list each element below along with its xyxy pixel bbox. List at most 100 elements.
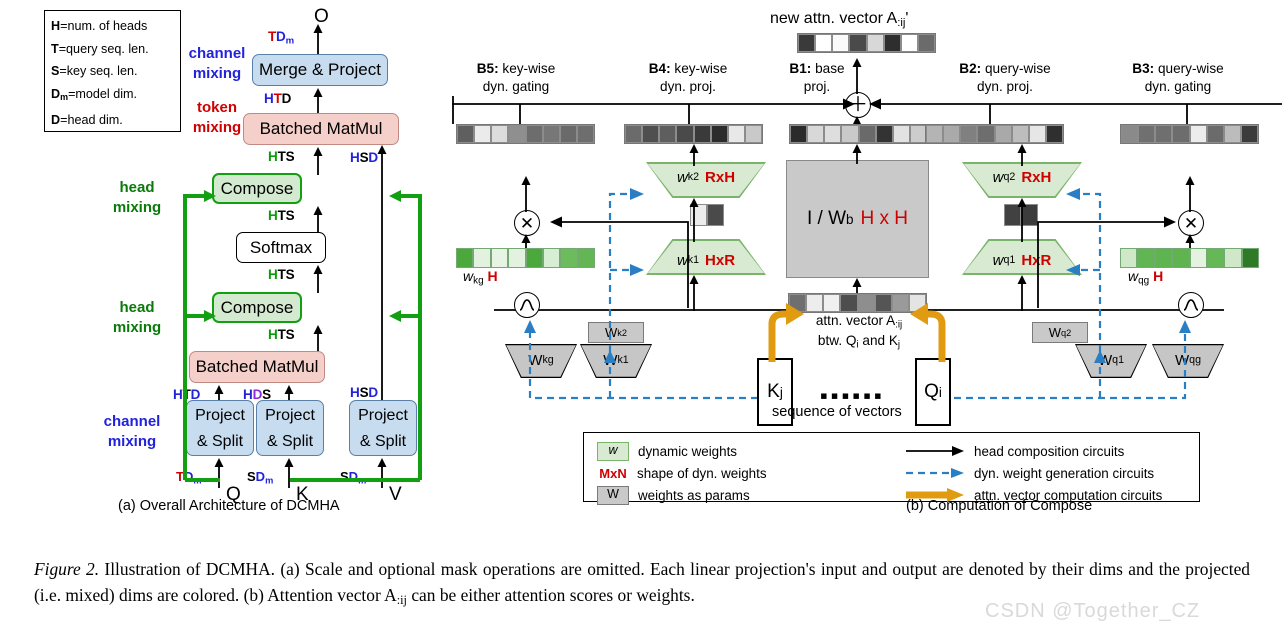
project-split-v-line1: Project [358,407,408,424]
arrow-wk1-to-wk2 [689,198,699,242]
elbow-bus-to-gate-left [550,216,689,308]
figure-caption: Figure 2. Illustration of DCMHA. (a) Sca… [34,556,1250,613]
block-compose-top[interactable]: Compose [212,173,302,204]
block-batched-matmul-bottom[interactable]: Batched MatMul [189,351,325,383]
label-wqg-vector: wqg H [1128,268,1164,287]
cell-0 [1120,248,1138,268]
bus-attnvec-right [928,309,1224,311]
ellipsis-dots: ▪▪▪▪▪▪ [820,383,885,408]
cell-2 [960,125,978,143]
cell-4 [525,248,543,268]
cell-4 [858,125,876,143]
block-compose-bottom[interactable]: Compose [212,292,302,323]
cells-b4-output [624,124,763,144]
arrow-k-input [284,458,294,488]
legend-item-dynamic-weights: w dynamic weights [597,440,897,462]
cells-b3-output [1120,124,1259,144]
cell-7 [577,248,595,268]
block-project-split-k[interactable]: Project & Split [256,400,324,456]
block-batched-matmul-top[interactable]: Batched MatMul [243,113,399,145]
cell-3 [849,34,867,52]
cell-4 [525,125,543,143]
cell-4 [857,294,875,312]
arrow-matmul-bottom-to-compose [313,325,323,353]
sigmoid-icon-left [514,292,540,318]
input-label-v: V [389,484,402,505]
block-merge-and-project[interactable]: Merge & Project [252,54,388,86]
cell-1 [474,125,492,143]
green-head-mixing-circuit-left [183,190,220,482]
cell-6 [891,294,909,312]
cell-1 [642,125,660,143]
dim-softmax-to-compose: HTS [268,208,295,223]
arrow-base-to-b1out [852,144,862,164]
cell-0 [798,34,816,52]
legend-item-head-composition-circuits: head composition circuits [906,440,1196,462]
dashed-arrow-icon [906,468,964,478]
cell-1 [943,125,961,143]
legend-row: D=head dim. [51,112,123,127]
cell-5 [542,125,560,143]
orange-arrow-icon [906,488,964,502]
project-split-k-line2: & Split [266,433,314,450]
cell-5 [542,248,561,268]
cell-3 [676,125,694,143]
block-softmax[interactable]: Softmax [236,232,326,263]
input-label-k: K [296,484,309,505]
dimension-legend-box: H=num. of heads T=query seq. len. S=key … [44,10,181,132]
cell-7 [1240,125,1258,143]
cell-3 [508,125,526,143]
cell-0 [926,125,944,143]
legend-row: Dm=model dim. [51,86,138,103]
cell-1 [806,294,824,312]
cell-2 [824,125,842,143]
cell-4 [693,125,711,143]
merge-bus-to-sum [452,98,1282,124]
figure-caption-body: Illustration of DCMHA. (a) Scale and opt… [34,559,1251,605]
cells-wqg-gate-vector [1120,248,1259,268]
cell-6 [900,34,918,52]
cell-6 [727,125,745,143]
cell-0 [456,248,474,268]
cells-wkg-gate-vector [456,248,595,268]
box-base-projection [786,160,929,278]
block-project-split-v[interactable]: Project & Split [349,400,417,456]
cell-2 [659,125,677,143]
multiply-operator-icon-left: ✕ [514,210,540,236]
arrow-wq1-to-wq2 [1017,198,1027,242]
project-split-q-line1: Project [195,407,245,424]
cell-4 [1189,125,1207,143]
arrow-sum-to-new-attn [852,58,862,94]
cell-5 [1011,125,1029,143]
figure-caption-tail: can be either attention scores or weight… [406,585,695,605]
panel-b-legend-box: w dynamic weights MxN shape of dyn. weig… [583,432,1200,505]
arrow-compose-top-to-matmul [313,147,323,175]
project-split-v-line2: & Split [359,433,407,450]
cell-7 [1241,248,1259,268]
cell-2 [832,34,850,52]
arrow-attnvec-to-wk1 [689,275,699,311]
elbow-bus-to-gate-right [1037,216,1176,308]
cell-6 [1028,125,1046,143]
panel-b-top-title: new attn. vector A:ij' [770,10,909,29]
arrow-wk2-to-b4out [689,144,699,166]
cell-3 [841,125,859,143]
cell-3 [1172,248,1190,268]
dashed-dyn-weight-circuits [524,188,1191,400]
cells-wq-middle [1004,204,1038,226]
red-mxn-icon: MxN [599,465,627,481]
cell-3 [840,294,858,312]
cell-7 [576,125,594,143]
dim-v-proj-out-upper: HSD [350,150,378,165]
arrow-v-to-matmul-top [377,145,387,435]
cell-7 [744,125,762,143]
cell-2 [1154,248,1173,268]
